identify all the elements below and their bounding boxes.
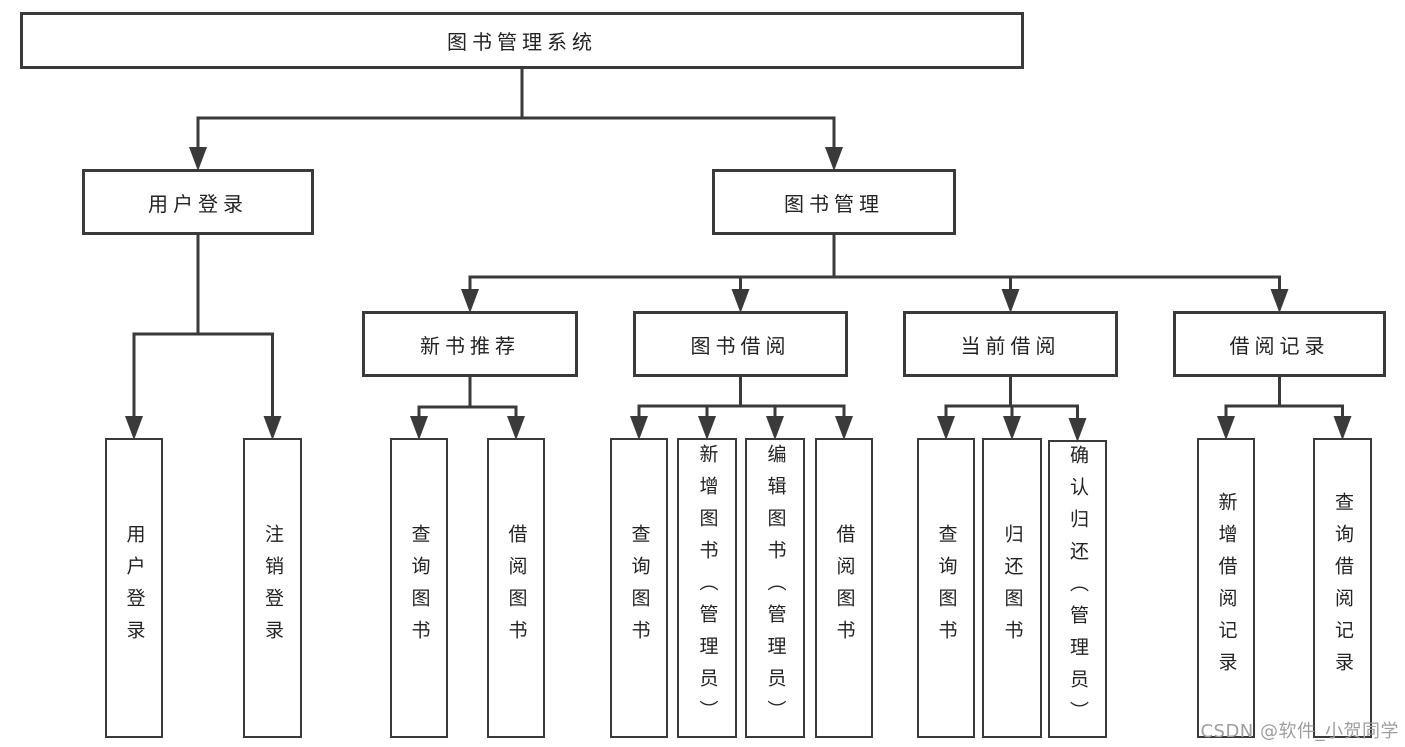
node-label-leaf-user-login: 用户登录	[123, 524, 146, 652]
node-leaf-query-books-2: 查询图书	[610, 438, 668, 738]
node-label-leaf-return-book: 归还图书	[1001, 524, 1024, 652]
node-leaf-borrow-books-2: 借阅图书	[815, 438, 873, 738]
arrowhead-borrow-records	[1270, 289, 1289, 313]
node-leaf-logout: 注销登录	[243, 438, 302, 738]
node-label-leaf-add-borrow-record: 新增借阅记录	[1215, 492, 1238, 684]
node-book-borrow: 图书借阅	[633, 311, 848, 377]
arrowhead-book-borrow	[731, 289, 750, 313]
node-leaf-return-book: 归还图书	[982, 438, 1042, 738]
node-label-leaf-logout: 注销登录	[262, 524, 284, 652]
arrowhead-leaf-query-books-3	[937, 416, 955, 440]
node-root: 图书管理系统	[20, 12, 1024, 69]
arrowhead-leaf-return-book	[1003, 416, 1021, 440]
node-leaf-add-borrow-record: 新增借阅记录	[1197, 438, 1255, 738]
node-new-book-rec: 新书推荐	[362, 311, 578, 377]
arrowhead-leaf-logout	[263, 416, 282, 440]
node-label-leaf-confirm-return: 确认归还（管理员）	[1067, 445, 1089, 733]
node-label-current-borrow: 当前借阅	[960, 333, 1061, 358]
arrowhead-leaf-add-book	[698, 416, 716, 440]
arrowhead-leaf-query-books-1	[410, 416, 428, 440]
node-label-user-login: 用户登录	[148, 191, 248, 216]
node-leaf-query-borrow-record: 查询借阅记录	[1313, 438, 1372, 738]
arrowhead-leaf-borrow-books-1	[507, 416, 525, 440]
arrowhead-current-borrow	[1001, 289, 1020, 313]
node-label-leaf-query-borrow-record: 查询借阅记录	[1332, 492, 1354, 684]
node-label-new-book-rec: 新书推荐	[420, 333, 520, 358]
node-leaf-query-books-3: 查询图书	[917, 438, 975, 738]
node-leaf-add-book: 新增图书（管理员）	[677, 438, 737, 738]
arrowhead-book-mgmt	[825, 147, 843, 171]
node-borrow-records: 借阅记录	[1173, 311, 1386, 377]
node-leaf-user-login: 用户登录	[105, 438, 163, 738]
node-user-login: 用户登录	[82, 169, 314, 235]
node-book-mgmt: 图书管理	[712, 169, 956, 235]
node-leaf-edit-book: 编辑图书（管理员）	[745, 438, 805, 738]
arrowhead-leaf-user-login	[125, 416, 143, 440]
node-current-borrow: 当前借阅	[903, 311, 1118, 377]
watermark: CSDN @软件_小贺同学	[1200, 721, 1399, 742]
arrowhead-leaf-query-books-2	[630, 416, 648, 440]
node-label-root: 图书管理系统	[447, 30, 597, 54]
node-leaf-borrow-books-1: 借阅图书	[487, 438, 545, 738]
arrowhead-leaf-query-borrow-record	[1333, 416, 1352, 440]
arrowhead-new-book-rec	[461, 289, 479, 313]
node-label-leaf-borrow-books-2: 借阅图书	[833, 524, 856, 652]
arrowhead-leaf-add-borrow-record	[1217, 416, 1235, 440]
arrowhead-leaf-confirm-return	[1068, 418, 1087, 442]
arrowhead-leaf-edit-book	[766, 416, 784, 440]
node-label-book-borrow: 图书借阅	[690, 333, 791, 358]
node-leaf-query-books-1: 查询图书	[390, 438, 448, 738]
node-label-borrow-records: 借阅记录	[1229, 333, 1330, 358]
node-label-leaf-add-book: 新增图书（管理员）	[696, 444, 719, 732]
arrowhead-user-login	[189, 147, 207, 171]
arrowhead-leaf-borrow-books-2	[835, 416, 853, 440]
node-label-leaf-query-books-2: 查询图书	[628, 524, 651, 652]
node-label-leaf-borrow-books-1: 借阅图书	[505, 524, 528, 652]
node-label-book-mgmt: 图书管理	[784, 191, 884, 216]
node-label-leaf-query-books-1: 查询图书	[408, 524, 431, 652]
node-label-leaf-edit-book: 编辑图书（管理员）	[764, 444, 787, 732]
node-label-leaf-query-books-3: 查询图书	[935, 524, 958, 652]
node-leaf-confirm-return: 确认归还（管理员）	[1048, 440, 1107, 738]
